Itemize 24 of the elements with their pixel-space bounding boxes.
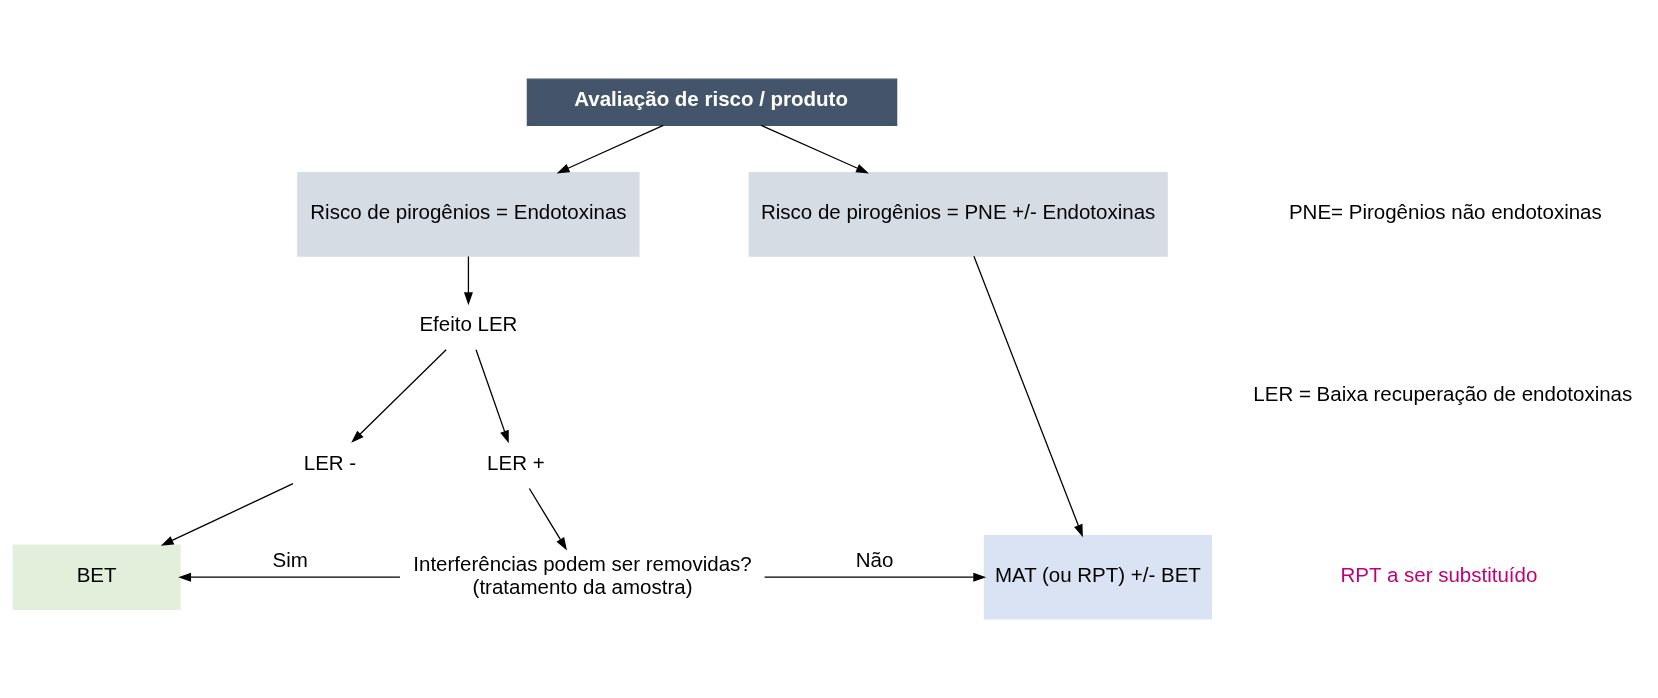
node-text: LER -: [303, 450, 357, 474]
edge-label: Não: [855, 547, 894, 571]
label: RPT a ser substituído: [1340, 563, 1538, 587]
arrow: [160, 483, 294, 546]
label: LER = Baixa recuperação de endotoxinas: [1253, 381, 1633, 405]
arrow: [475, 349, 509, 444]
arrow: [463, 255, 473, 306]
node-text: LER +: [487, 450, 545, 474]
arrow: [973, 255, 1083, 538]
node-box: BET: [12, 544, 181, 610]
arrow: [556, 124, 664, 174]
edge-label: Sim: [272, 547, 308, 571]
node-box: Avaliação de risco / produto: [526, 78, 898, 126]
node-text: Interferências podem ser removidas? (tratamento da amostra): [413, 551, 752, 598]
arrow: [760, 124, 869, 174]
arrow: [178, 572, 401, 582]
label: PNE= Pirogênios não endotoxinas: [1288, 200, 1602, 224]
arrow: [528, 487, 567, 551]
node-text: Efeito LER: [419, 312, 518, 336]
node-box: MAT (ou RPT) +/- BET: [983, 534, 1212, 620]
node-box: Risco de pirogênios = PNE +/- Endotoxinas: [748, 172, 1168, 257]
node-box: Risco de pirogênios = Endotoxinas: [297, 172, 640, 257]
arrow: [351, 349, 447, 443]
arrow: [763, 572, 987, 582]
